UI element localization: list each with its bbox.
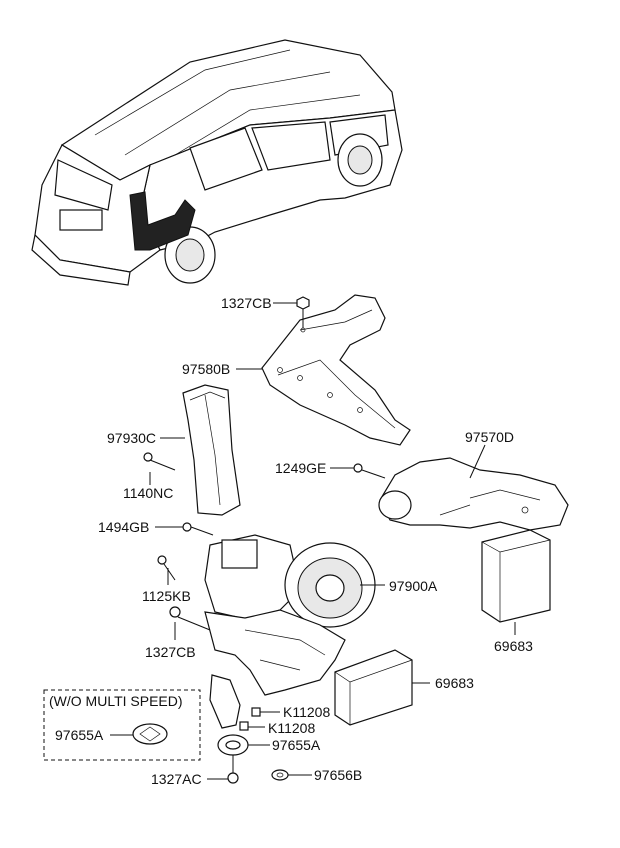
duct-97930c <box>182 384 241 516</box>
label-69683-right: 69683 <box>494 638 533 654</box>
label-k11208-b: K11208 <box>268 720 315 736</box>
label-1327cb-mid: 1327CB <box>145 644 196 660</box>
fastener-group <box>132 296 386 784</box>
label-1140nc: 1140NC <box>123 485 173 501</box>
box-69683-right <box>481 529 551 623</box>
label-97570d: 97570D <box>465 429 514 445</box>
label-97930c: 97930C <box>107 430 156 446</box>
label-97655a: 97655A <box>272 737 321 753</box>
wo-multi-speed-box <box>43 689 201 761</box>
label-k11208-a: K11208 <box>283 704 330 720</box>
duct-97580b <box>261 294 411 446</box>
blower-unit-97900a <box>204 534 376 729</box>
label-97655a-box: 97655A <box>55 727 104 743</box>
label-wo-multi-speed: (W/O MULTI SPEED) <box>49 693 183 709</box>
label-1249ge: 1249GE <box>275 460 326 476</box>
label-1327ac: 1327AC <box>151 771 202 787</box>
label-1125kb: 1125KB <box>142 588 191 604</box>
label-69683-mid: 69683 <box>435 675 474 691</box>
vehicle-illustration <box>31 39 403 286</box>
label-1327cb-top: 1327CB <box>221 295 272 311</box>
box-69683-mid <box>334 649 413 726</box>
label-97656b: 97656B <box>314 767 362 783</box>
label-97900a: 97900A <box>389 578 438 594</box>
duct-97570d <box>378 457 569 531</box>
label-97580b: 97580B <box>182 361 230 377</box>
label-1494gb: 1494GB <box>98 519 149 535</box>
leader-lines <box>110 302 516 780</box>
